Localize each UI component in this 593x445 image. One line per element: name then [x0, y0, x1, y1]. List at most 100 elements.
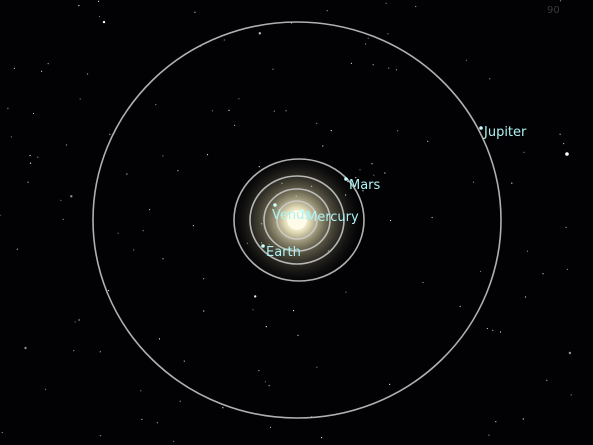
- star: [472, 181, 475, 183]
- star: [117, 232, 119, 234]
- star: [422, 281, 424, 284]
- star: [179, 400, 181, 402]
- star: [559, 133, 561, 135]
- star: [566, 268, 569, 270]
- star: [194, 11, 196, 13]
- venus-label[interactable]: Venus: [272, 208, 311, 223]
- sun-icon[interactable]: [287, 210, 307, 230]
- star: [203, 278, 205, 280]
- earth-icon[interactable]: [261, 244, 265, 248]
- star: [465, 59, 467, 62]
- star: [158, 338, 161, 340]
- star: [524, 296, 527, 298]
- star: [212, 110, 214, 112]
- star: [206, 154, 209, 156]
- mercury-icon[interactable]: [300, 209, 304, 213]
- star: [297, 334, 299, 336]
- star: [78, 319, 80, 321]
- star: [355, 177, 357, 179]
- star: [330, 130, 332, 132]
- planet-jupiter[interactable]: Jupiter: [479, 125, 527, 140]
- star: [272, 68, 274, 70]
- planet-venus[interactable]: Venus: [272, 203, 311, 223]
- star: [173, 440, 175, 442]
- mars-icon[interactable]: [344, 177, 348, 181]
- star: [107, 290, 110, 292]
- star: [384, 172, 386, 174]
- star: [60, 199, 62, 201]
- star: [162, 258, 164, 260]
- star: [155, 104, 157, 106]
- star: [192, 225, 194, 227]
- star: [526, 250, 529, 252]
- star: [264, 381, 266, 383]
- planet-mercury[interactable]: Mercury: [300, 209, 359, 225]
- star: [62, 218, 64, 220]
- star: [565, 226, 567, 228]
- star: [109, 133, 111, 135]
- jupiter-orbit: [92, 21, 502, 419]
- star: [29, 154, 31, 157]
- star: [223, 39, 225, 41]
- star: [254, 295, 257, 298]
- star: [203, 310, 205, 312]
- star: [559, 0, 562, 2]
- jupiter-icon[interactable]: [479, 126, 483, 130]
- star: [99, 351, 101, 353]
- star: [459, 305, 461, 307]
- star: [7, 107, 9, 109]
- star: [486, 327, 488, 330]
- star: [29, 162, 32, 164]
- star: [133, 249, 135, 251]
- star: [177, 170, 179, 172]
- planet-mars[interactable]: Mars: [344, 177, 381, 193]
- star: [74, 321, 76, 323]
- star: [568, 351, 572, 355]
- star: [350, 62, 352, 64]
- star: [395, 69, 398, 71]
- star: [27, 181, 29, 183]
- earth-orbit: [249, 175, 345, 265]
- star: [234, 124, 236, 126]
- star: [321, 437, 323, 439]
- star: [102, 20, 106, 24]
- star: [79, 98, 81, 100]
- jupiter-label[interactable]: Jupiter: [483, 125, 527, 140]
- star: [98, 0, 100, 2]
- star: [41, 70, 43, 72]
- star: [546, 379, 548, 381]
- star: [126, 173, 128, 175]
- star: [0, 214, 1, 216]
- star: [99, 435, 102, 437]
- mercury-label[interactable]: Mercury: [306, 210, 359, 225]
- mercury-orbit: [276, 200, 318, 240]
- star: [367, 37, 369, 39]
- star: [565, 152, 569, 156]
- star: [47, 63, 49, 65]
- star: [488, 434, 490, 436]
- star: [149, 209, 151, 211]
- venus-icon[interactable]: [273, 203, 277, 207]
- star: [156, 422, 158, 424]
- venus-orbit: [263, 188, 331, 252]
- star: [511, 182, 513, 184]
- star: [326, 10, 328, 12]
- planet-earth[interactable]: Earth: [261, 244, 301, 260]
- star: [388, 67, 390, 69]
- star: [37, 156, 39, 158]
- star: [265, 326, 267, 328]
- mars-label[interactable]: Mars: [349, 178, 381, 193]
- star: [522, 418, 524, 420]
- star: [162, 155, 164, 157]
- star: [489, 78, 491, 80]
- star: [316, 122, 318, 124]
- earth-label[interactable]: Earth: [266, 245, 301, 260]
- star: [285, 110, 287, 112]
- corner-mark: 90: [547, 5, 560, 16]
- star: [32, 112, 35, 115]
- star: [273, 110, 275, 112]
- star: [222, 407, 224, 409]
- star: [70, 195, 73, 198]
